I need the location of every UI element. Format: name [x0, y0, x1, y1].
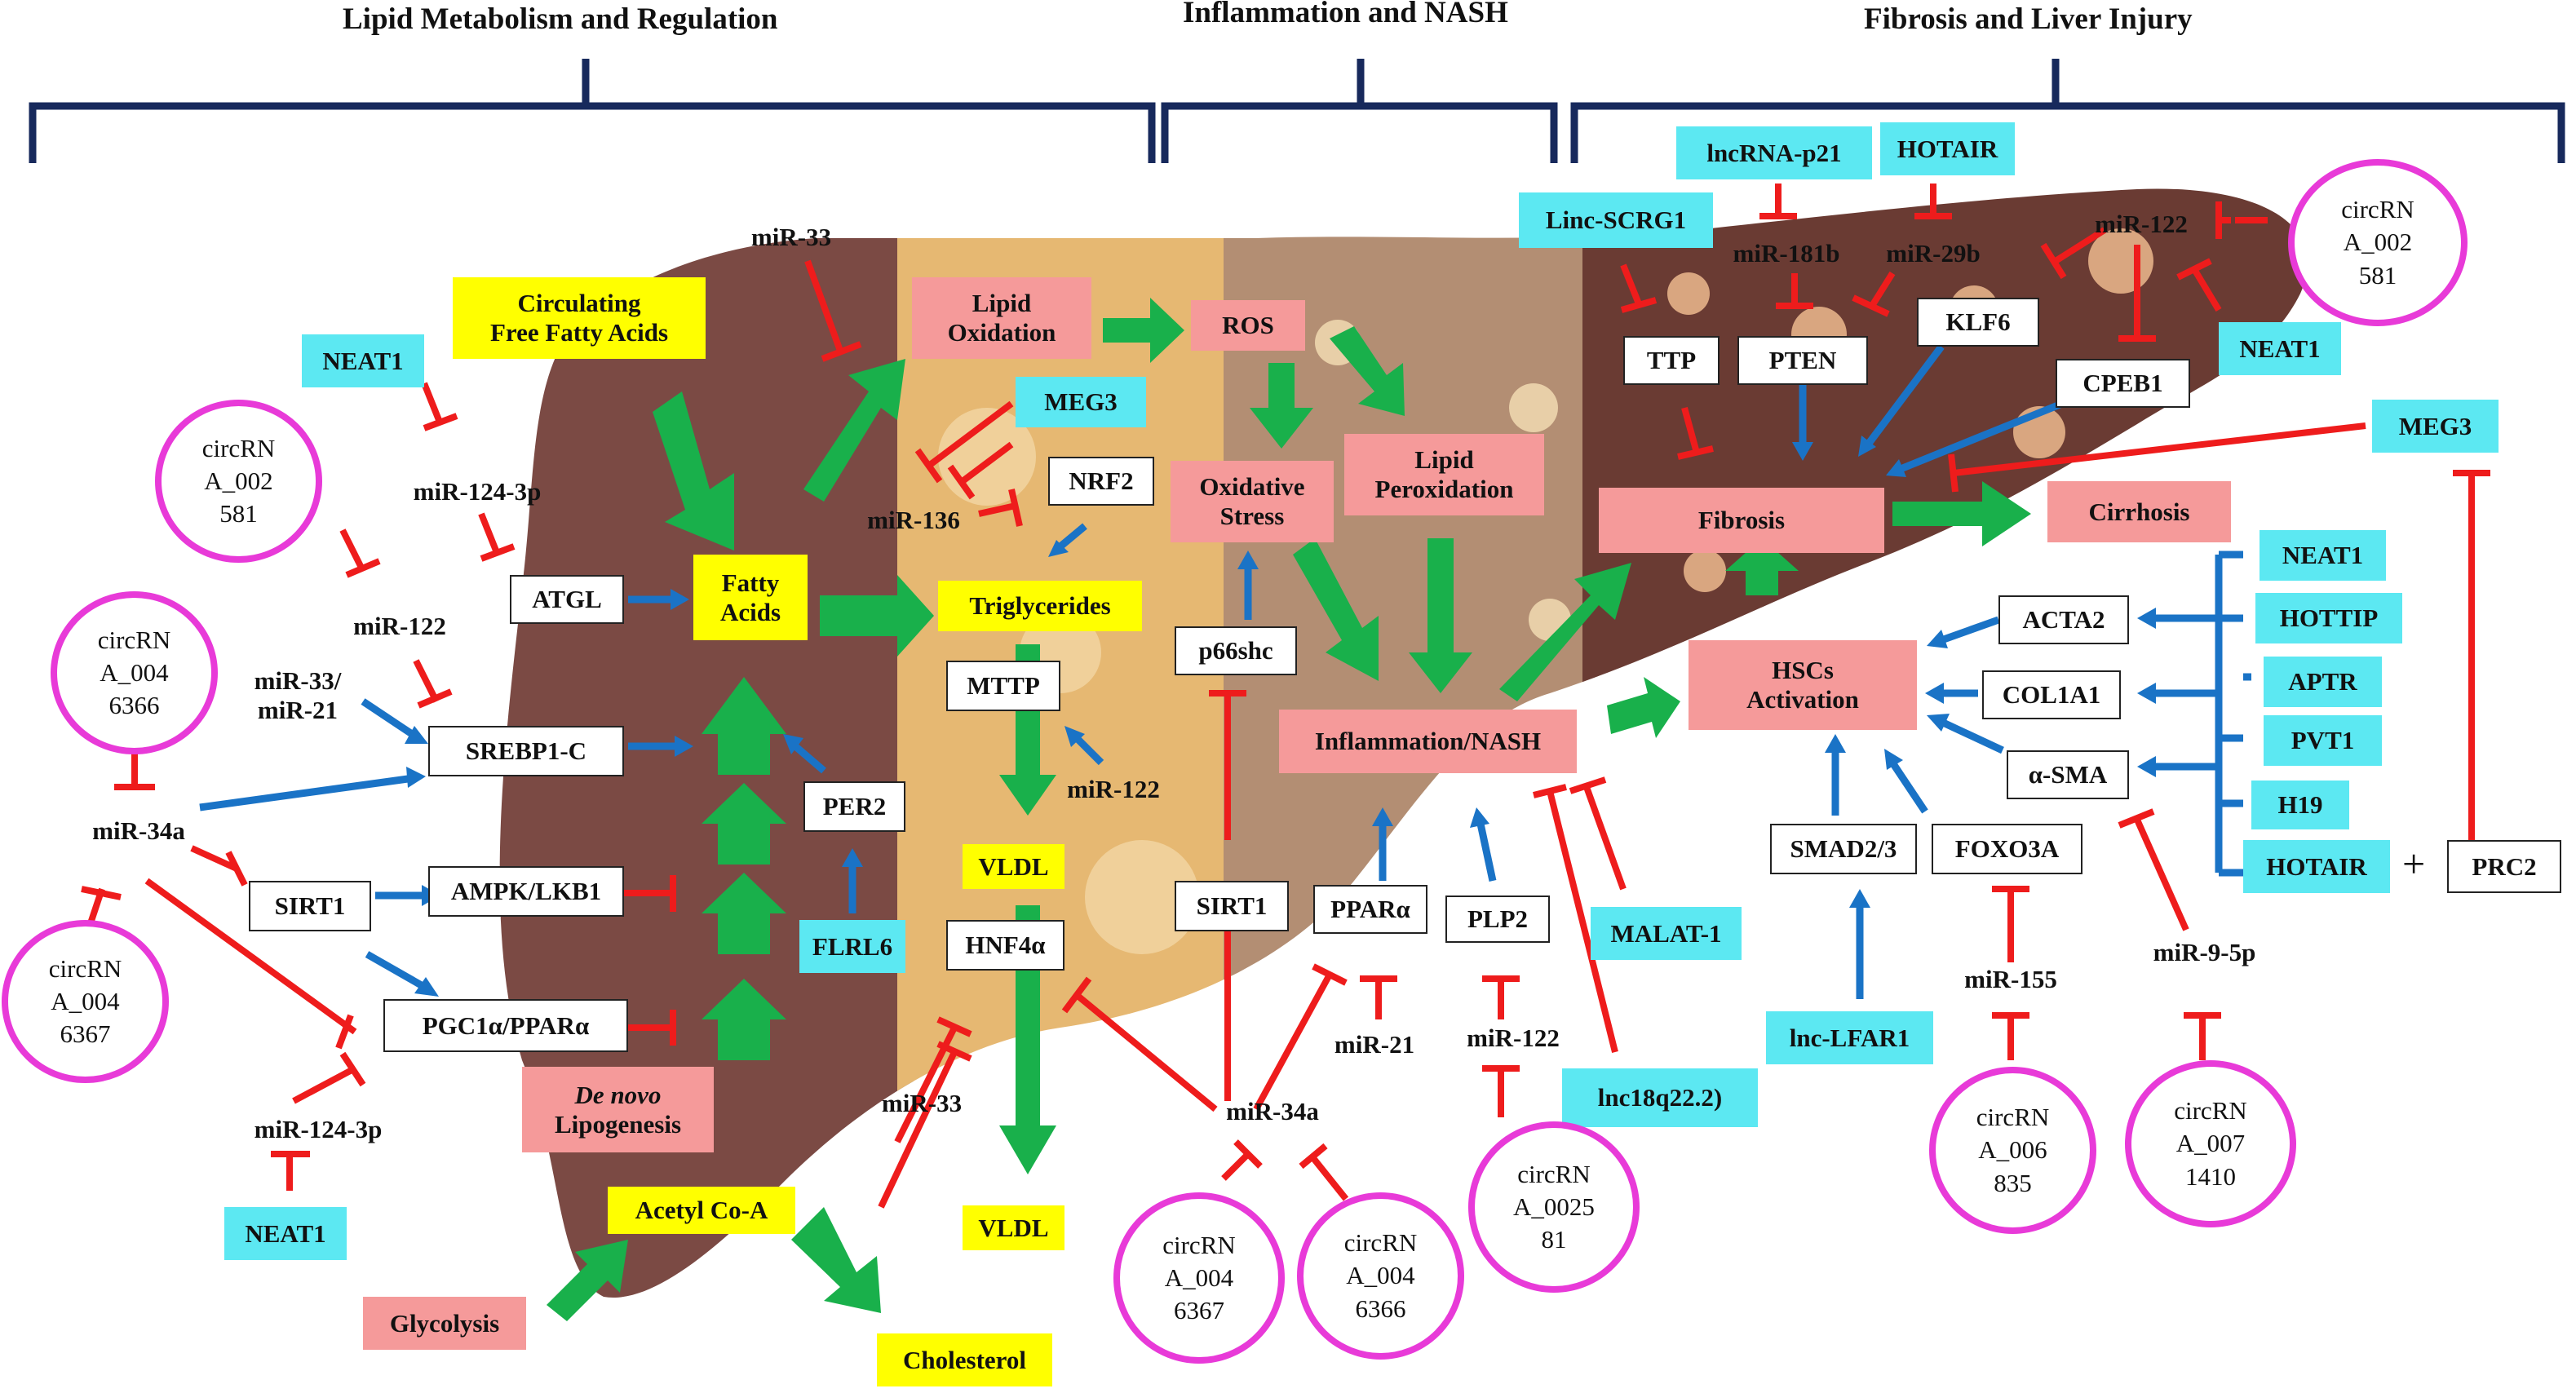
col1a1: COL1A1 — [1982, 670, 2121, 719]
mir136: miR-136 — [867, 505, 960, 534]
header-fibrosis-liver-injury: Fibrosis and Liver Injury — [1864, 2, 2193, 36]
triglycerides: Triglycerides — [938, 581, 1142, 631]
header-lipid-metabolism: Lipid Metabolism and Regulation — [343, 2, 778, 36]
mir122-mid: miR-122 — [1067, 774, 1160, 803]
lipid-oxidation: Lipid Oxidation — [912, 277, 1091, 359]
fibrosis: Fibrosis — [1599, 488, 1884, 553]
circulating-free-fatty-acids: Circulating Free Fatty Acids — [453, 277, 706, 359]
glycolysis: Glycolysis — [363, 1297, 526, 1350]
plus-sign: + — [2402, 841, 2426, 887]
circrna-0046366-mid: circRN A_004 6366 — [1297, 1192, 1464, 1360]
cirrhosis: Cirrhosis — [2047, 481, 2231, 542]
header-inflammation-nash: Inflammation and NASH — [1183, 0, 1508, 29]
hotair-top: HOTAIR — [1880, 122, 2015, 175]
circrna-0071410: circRN A_007 1410 — [2125, 1060, 2296, 1227]
hnf4a: HNF4α — [946, 920, 1064, 971]
inflammation-nash: Inflammation/NASH — [1279, 710, 1577, 773]
malat1: MALAT-1 — [1591, 907, 1742, 960]
circrna-0046367-mid: circRN A_004 6367 — [1113, 1192, 1285, 1364]
sirt1-mid: SIRT1 — [1175, 881, 1289, 931]
lncrna-p21: lncRNA-p21 — [1676, 126, 1872, 179]
fatty-acids: Fatty Acids — [693, 555, 808, 640]
cpeb1: CPEB1 — [2056, 359, 2190, 408]
cholesterol: Cholesterol — [877, 1333, 1052, 1386]
mir155: miR-155 — [1964, 964, 2057, 993]
vldl-1: VLDL — [963, 844, 1064, 889]
nrf2: NRF2 — [1048, 457, 1154, 506]
mir33-top: miR-33 — [750, 222, 832, 251]
lipogenesis-text: Lipogenesis — [554, 1109, 682, 1139]
mir33-mir21: miR-33/ miR-21 — [254, 666, 342, 724]
pten: PTEN — [1737, 336, 1868, 385]
plp2: PLP2 — [1445, 896, 1550, 943]
klf6: KLF6 — [1917, 298, 2039, 347]
lnc18q22: lnc18q22.2) — [1562, 1068, 1758, 1127]
mir29b: miR-29b — [1886, 238, 1981, 268]
mir34a-mid: miR-34a — [1226, 1096, 1319, 1125]
meg3-right: MEG3 — [2372, 400, 2499, 453]
neat1-right: NEAT1 — [2219, 322, 2341, 375]
meg3-mid: MEG3 — [1016, 377, 1146, 427]
hscs-activation: HSCs Activation — [1689, 640, 1917, 730]
oxidative-stress: Oxidative Stress — [1171, 461, 1334, 542]
circrna-0046366-left: circRN A_004 6366 — [51, 591, 218, 754]
mttp: MTTP — [946, 661, 1060, 711]
acta2: ACTA2 — [1998, 595, 2129, 644]
vldl-2: VLDL — [963, 1205, 1064, 1250]
srebp1c: SREBP1-C — [428, 726, 624, 776]
regulatory-arrows — [199, 344, 2251, 999]
circrna-006835: circRN A_006 835 — [1929, 1067, 2096, 1234]
mir21: miR-21 — [1334, 1029, 1415, 1059]
circrna-0046367-left: circRN A_004 6367 — [2, 920, 169, 1083]
ttp: TTP — [1623, 336, 1720, 385]
pvt1: PVT1 — [2264, 715, 2382, 766]
mir9-5p: miR-9-5p — [2153, 937, 2256, 966]
neat1-bottom: NEAT1 — [224, 1207, 347, 1260]
per2: PER2 — [803, 781, 905, 832]
p66shc: p66shc — [1175, 626, 1297, 675]
lipid-peroxidation: Lipid Peroxidation — [1344, 434, 1544, 515]
hotair-list: HOTAIR — [2243, 840, 2390, 893]
h19: H19 — [2251, 781, 2349, 829]
sirt1-left: SIRT1 — [249, 881, 371, 931]
aptr: APTR — [2264, 657, 2382, 707]
linc-scrg1: Linc-SCRG1 — [1519, 192, 1713, 248]
smad2-3: SMAD2/3 — [1770, 824, 1917, 874]
ros: ROS — [1191, 300, 1305, 351]
alpha-sma: α-SMA — [2007, 750, 2129, 799]
inhibition-lines — [81, 184, 2490, 1209]
atgl: ATGL — [510, 575, 624, 624]
activation-arrows — [547, 298, 2031, 1321]
circrna-002581-mid: circRN A_0025 81 — [1468, 1121, 1640, 1293]
neat1-list: NEAT1 — [2260, 530, 2386, 581]
mir34a-left: miR-34a — [92, 816, 185, 846]
circrna-002581-left: circRN A_002 581 — [155, 400, 322, 563]
foxo3a: FOXO3A — [1932, 824, 2082, 874]
section-brackets — [29, 59, 2565, 163]
pgc1a-ppara: PGC1α/PPARα — [383, 999, 628, 1052]
flrl6: FLRL6 — [799, 920, 905, 973]
circrna-002581-right: circRN A_002 581 — [2288, 159, 2468, 326]
mir122-right: miR-122 — [2095, 209, 2188, 238]
acetyl-coa: Acetyl Co-A — [608, 1187, 795, 1234]
mir181b: miR-181b — [1733, 238, 1840, 268]
mir122-plp2: miR-122 — [1467, 1023, 1560, 1052]
mir122-left: miR-122 — [353, 611, 446, 640]
ampk-lkb1: AMPK/LKB1 — [428, 866, 624, 917]
neat1-left: NEAT1 — [302, 334, 424, 387]
de-novo-lipogenesis: De novo Lipogenesis — [522, 1067, 714, 1152]
prc2: PRC2 — [2447, 840, 2561, 893]
de-novo-text: De novo — [574, 1080, 662, 1109]
mir124-3p-bottom: miR-124-3p — [254, 1114, 383, 1143]
lnc-lfar1: lnc-LFAR1 — [1766, 1011, 1933, 1064]
ppara: PPARα — [1313, 885, 1427, 934]
mir33-bottom: miR-33 — [881, 1088, 963, 1117]
hottip: HOTTIP — [2255, 593, 2402, 643]
mir124-3p-top: miR-124-3p — [413, 476, 542, 506]
